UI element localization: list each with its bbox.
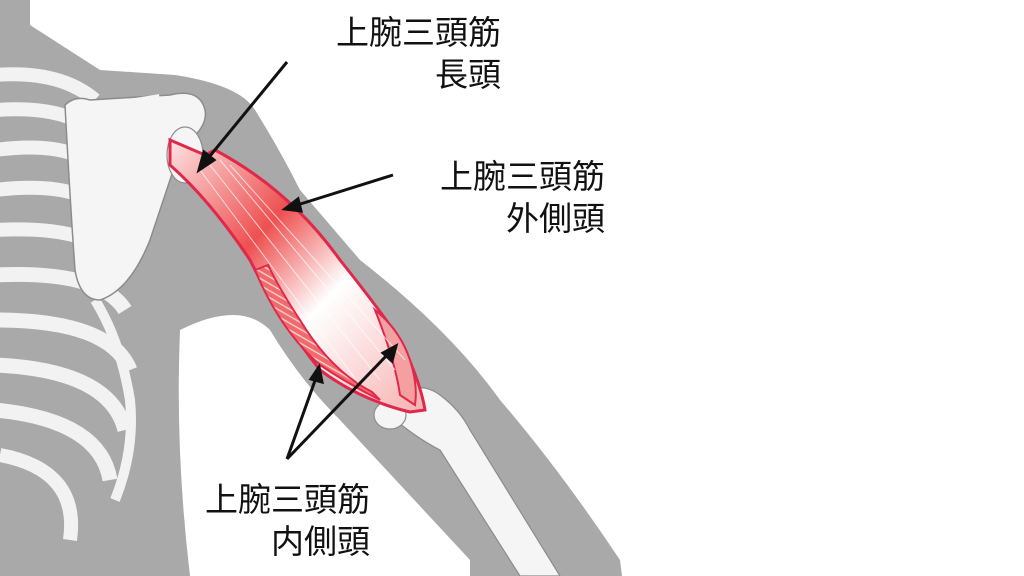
arrow-long-head — [203, 61, 289, 163]
label-lateral-head-part: 外側頭 — [506, 199, 605, 238]
label-lateral-head: 上腕三頭筋 外側頭 — [400, 156, 605, 240]
arrow-medial-head-1 — [285, 374, 319, 460]
label-medial-head: 上腕三頭筋 内側頭 — [165, 479, 370, 563]
arrow-medial-head-2 — [285, 350, 392, 461]
label-medial-head-muscle: 上腕三頭筋 — [205, 480, 370, 519]
label-long-head: 上腕三頭筋 長頭 — [296, 12, 501, 96]
label-medial-head-part: 内側頭 — [271, 522, 370, 561]
pointer-arrows — [196, 61, 399, 461]
label-lateral-head-muscle: 上腕三頭筋 — [440, 157, 605, 196]
label-long-head-muscle: 上腕三頭筋 — [336, 13, 501, 52]
triceps-muscle — [168, 137, 427, 414]
label-long-head-part: 長頭 — [435, 55, 501, 94]
arrow-lateral-head — [293, 173, 394, 208]
